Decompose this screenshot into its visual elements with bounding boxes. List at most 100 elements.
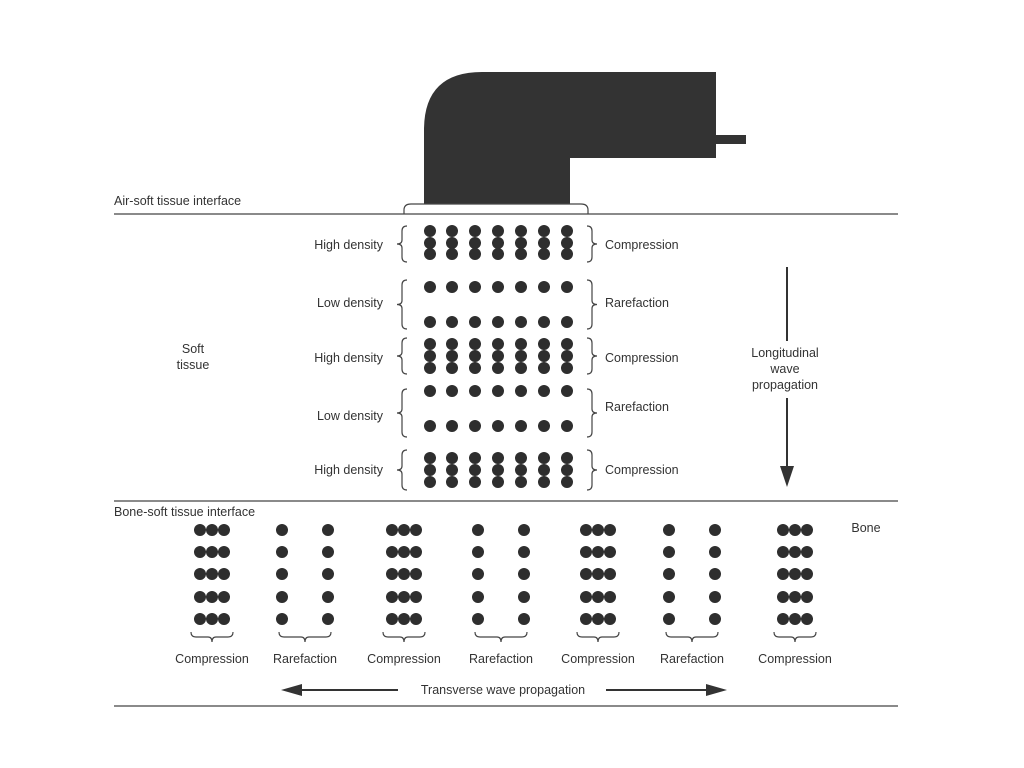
right-brace xyxy=(586,388,598,438)
particle-dot xyxy=(469,316,481,328)
particle-dot xyxy=(604,568,616,580)
particle-dot xyxy=(777,524,789,536)
particle-dot xyxy=(386,546,398,558)
particle-dot xyxy=(322,568,334,580)
particle-dot xyxy=(398,524,410,536)
bone-compression-column: Compression xyxy=(175,524,249,666)
particle-dot xyxy=(218,568,230,580)
particle-dot xyxy=(538,385,550,397)
particle-dot xyxy=(561,281,573,293)
particle-dot xyxy=(515,316,527,328)
particle-dot xyxy=(398,568,410,580)
particle-dot xyxy=(604,613,616,625)
particle-dot xyxy=(663,546,675,558)
particle-dot xyxy=(446,281,458,293)
air-soft-interface-label: Air-soft tissue interface xyxy=(114,194,241,208)
particle-dot xyxy=(580,524,592,536)
particle-dot xyxy=(194,568,206,580)
particle-dot xyxy=(492,281,504,293)
particle-dot xyxy=(592,568,604,580)
particle-dot xyxy=(410,613,422,625)
particle-dot xyxy=(472,524,484,536)
particle-dot xyxy=(424,281,436,293)
bottom-brace xyxy=(665,631,719,643)
density-label: Low density xyxy=(317,409,384,423)
phase-label: Compression xyxy=(605,463,679,477)
particle-dot xyxy=(194,546,206,558)
particle-dot xyxy=(492,452,504,464)
left-brace xyxy=(396,279,408,330)
particle-dot xyxy=(410,524,422,536)
particle-dot xyxy=(469,338,481,350)
transducer-cable xyxy=(716,135,746,144)
bottom-brace xyxy=(576,631,620,643)
bone-rarefaction-column: Rarefaction xyxy=(469,524,533,666)
particle-dot xyxy=(709,613,721,625)
particle-dot xyxy=(492,248,504,260)
particle-dot xyxy=(709,568,721,580)
particle-dot xyxy=(663,591,675,603)
particle-dot xyxy=(398,591,410,603)
bone-phase-label: Compression xyxy=(367,652,441,666)
particle-dot xyxy=(410,568,422,580)
particle-dot xyxy=(709,546,721,558)
particle-dot xyxy=(492,237,504,249)
particle-dot xyxy=(492,316,504,328)
particle-dot xyxy=(518,546,530,558)
particle-dot xyxy=(322,613,334,625)
particle-dot xyxy=(424,338,436,350)
particle-dot xyxy=(538,464,550,476)
bone-phase-label: Rarefaction xyxy=(660,652,724,666)
particle-dot xyxy=(538,225,550,237)
soft-tissue-label-line2: tissue xyxy=(177,358,210,372)
transducer-probe xyxy=(403,72,746,214)
particle-dot xyxy=(206,613,218,625)
particle-dot xyxy=(538,248,550,260)
particle-dot xyxy=(469,248,481,260)
particle-dot xyxy=(561,385,573,397)
particle-dot xyxy=(492,338,504,350)
particle-dot xyxy=(492,225,504,237)
particle-dot xyxy=(515,225,527,237)
particle-dot xyxy=(515,476,527,488)
bone-rarefaction-column: Rarefaction xyxy=(660,524,724,666)
particle-dot xyxy=(322,524,334,536)
longitudinal-label-line3: propagation xyxy=(752,378,818,392)
particle-dot xyxy=(424,237,436,249)
particle-dot xyxy=(561,350,573,362)
particle-dot xyxy=(492,350,504,362)
particle-dot xyxy=(469,281,481,293)
particle-dot xyxy=(469,385,481,397)
particle-dot xyxy=(424,316,436,328)
particle-dot xyxy=(518,591,530,603)
bottom-brace xyxy=(190,631,234,643)
particle-dot xyxy=(446,248,458,260)
density-label: High density xyxy=(314,238,384,252)
particle-dot xyxy=(580,591,592,603)
particle-dot xyxy=(538,350,550,362)
left-brace xyxy=(396,449,408,491)
bone-compression-column: Compression xyxy=(561,524,635,666)
transducer-face-outline xyxy=(403,203,589,214)
particle-dot xyxy=(518,613,530,625)
particle-dot xyxy=(218,546,230,558)
particle-dot xyxy=(446,225,458,237)
transverse-arrow-head-right xyxy=(706,684,727,696)
particle-dot xyxy=(446,385,458,397)
particle-dot xyxy=(424,464,436,476)
particle-dot xyxy=(492,420,504,432)
particle-dot xyxy=(561,476,573,488)
particle-dot xyxy=(604,591,616,603)
particle-dot xyxy=(206,568,218,580)
particle-dot xyxy=(538,362,550,374)
particle-dot xyxy=(709,524,721,536)
particle-dot xyxy=(398,613,410,625)
bone-rarefaction-column: Rarefaction xyxy=(273,524,337,666)
particle-dot xyxy=(469,362,481,374)
particle-dot xyxy=(446,362,458,374)
particle-dot xyxy=(538,476,550,488)
particle-dot xyxy=(218,591,230,603)
